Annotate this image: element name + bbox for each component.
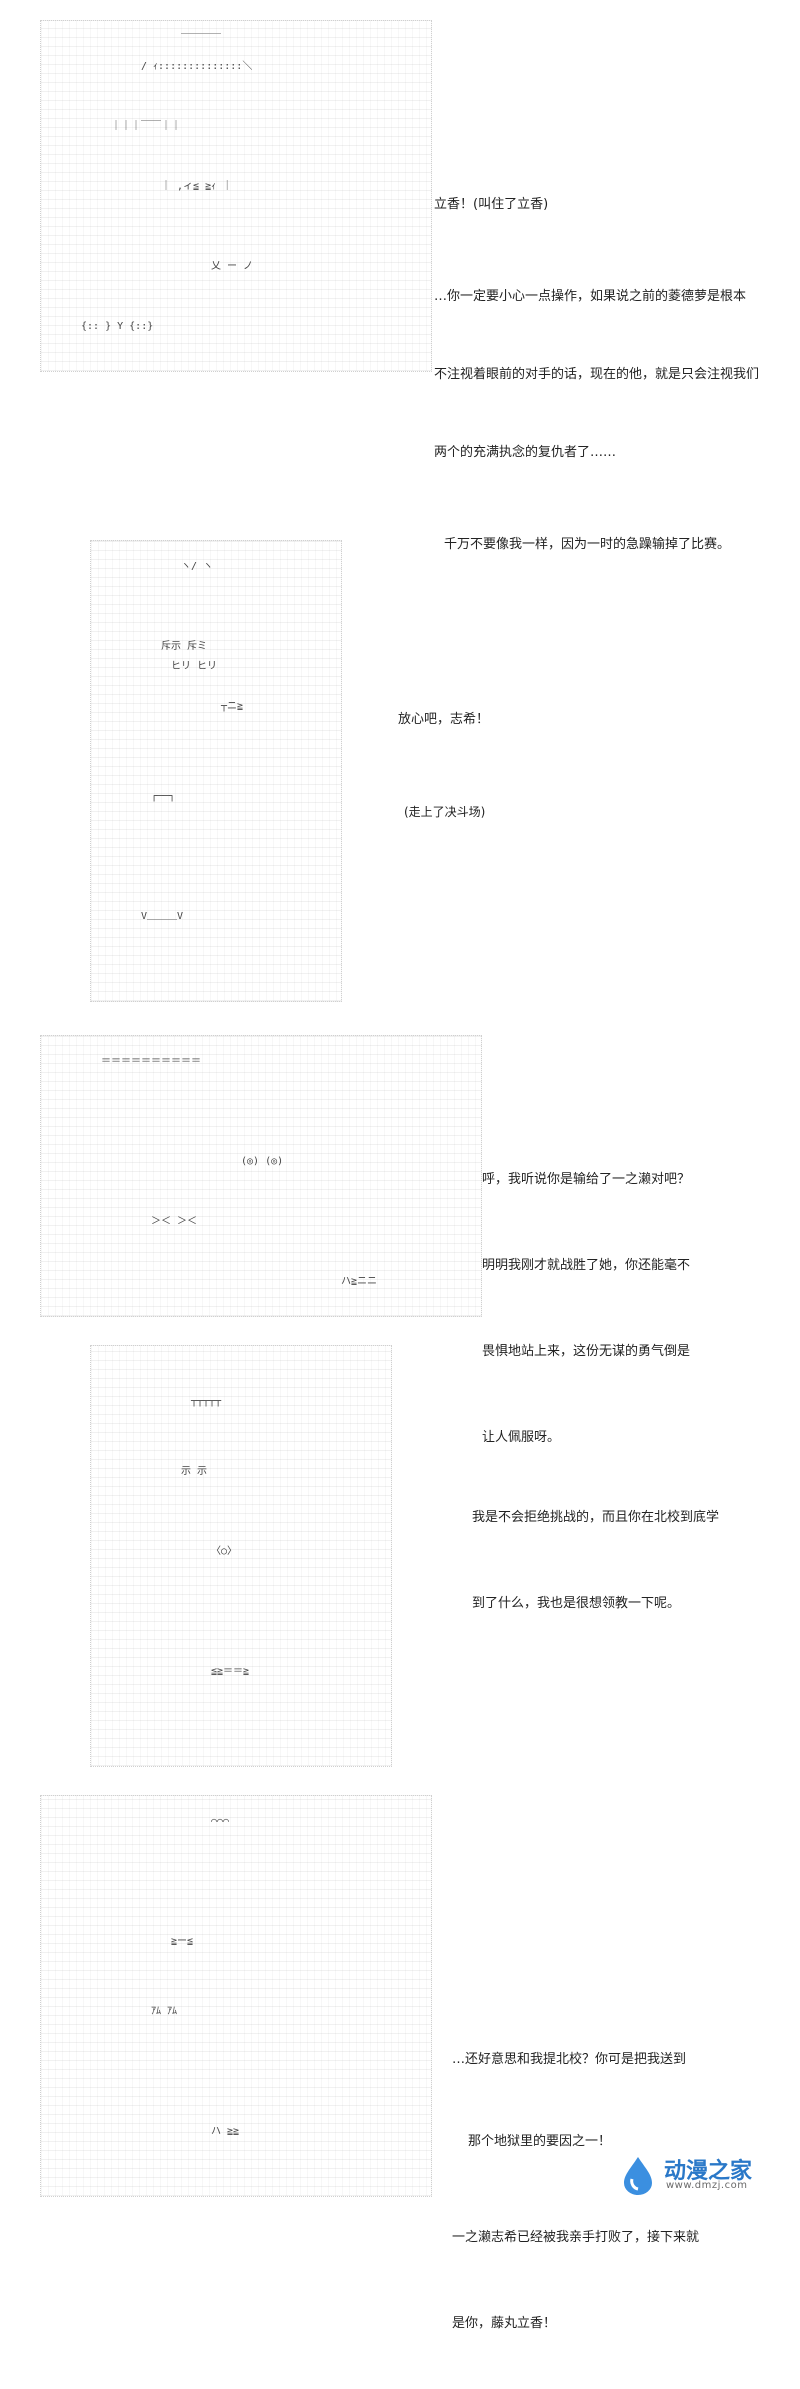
panel-1: ＿＿＿＿ / ｨ::::::::::::::＼ ｜｜｜￣￣｜｜ ｜ ,ィ≦ ≧ｨ… [0, 0, 800, 552]
dialogue-line: 畏惧地站上来，这份无谋的勇气倒是 [482, 1344, 691, 1359]
ascii-art-figure-5: ⌒⌒⌒ ≧ー≦ ｱﾑ ｱﾑ ハ ≧≧ [40, 1795, 432, 2197]
art-line: {:: } Y {::} [81, 321, 154, 332]
art-line: 示 示 [181, 1466, 208, 1477]
ascii-art-figure-3: ＝＝＝＝＝＝＝＝＝＝ (◎) (◎) ＞＜ ＞＜ ハ≧ニニ [40, 1035, 482, 1317]
panel-3: ＝＝＝＝＝＝＝＝＝＝ (◎) (◎) ＞＜ ＞＜ ハ≧ニニ 呼，我听说你是输给了… [0, 1035, 800, 1445]
watermark-name: 动漫之家 [664, 2159, 753, 2184]
dialogue-line: 两个的充满执念的复仇者了…… [434, 445, 617, 460]
art-line: ヽ/ ヽ [181, 561, 214, 572]
dialogue-line: 明明我刚才就战胜了她，你还能毫不 [482, 1258, 691, 1273]
art-line: ｜｜｜￣￣｜｜ [111, 121, 181, 132]
ascii-art-figure-2: ヽ/ ヽ 斥示 斥ミ ヒリ ヒリ ┬ニ≧ ┌──┐ V＿＿＿V [90, 540, 342, 1002]
art-line: ハ ≧≧ [211, 2126, 240, 2137]
watermark-url: www.dmzj.com [666, 2180, 748, 2191]
art-line: ＿＿＿＿ [181, 25, 221, 36]
dialogue-line: (走上了决斗场) [404, 805, 486, 819]
panel-2: ヽ/ ヽ 斥示 斥ミ ヒリ ヒリ ┬ニ≧ ┌──┐ V＿＿＿V 放心吧，志希！ … [0, 540, 800, 1010]
dialogue-line: 那个地狱里的要因之一！ [468, 2134, 612, 2149]
dialogue-line: 是你，藤丸立香！ [452, 2316, 557, 2331]
dialogue-line: 不注视着眼前的对手的话，现在的他，就是只会注视我们 [434, 367, 760, 382]
art-line: ＝＝＝＝＝＝＝＝＝＝ [101, 1056, 201, 1067]
dialogue-line: 让人佩服呀。 [482, 1430, 561, 1445]
art-line: 乂 ー ノ [211, 261, 254, 272]
art-line: ┌──┐ [151, 791, 176, 802]
water-drop-logo-icon [624, 2157, 652, 2195]
dialogue-block-2: 放心吧，志希！ (走上了决斗场) [398, 655, 598, 877]
art-line: (◎) (◎) [241, 1156, 284, 1167]
art-line: / ｨ::::::::::::::＼ [141, 61, 253, 72]
art-line: ヒリ ヒリ [171, 661, 218, 672]
art-line: ｜ ,ィ≦ ≧ｨ ｜ [161, 181, 233, 192]
dialogue-line: 到了什么，我也是很想领教一下呢。 [472, 1596, 681, 1611]
art-line: V＿＿＿V [141, 911, 184, 922]
dialogue-line: 一之濑志希已经被我亲手打败了，接下来就 [452, 2230, 700, 2245]
panel-4: ┬┬┬┬┬ 示 示 〈○〉 ≦≧＝＝≧ 我是不会拒绝挑战的，而且你在北校到底学 … [0, 1345, 800, 1775]
art-line: 斥示 斥ミ [161, 641, 208, 652]
dialogue-line: 立香！(叫住了立香) [434, 197, 549, 212]
art-line: ＞＜ ＞＜ [151, 1216, 198, 1227]
ascii-art-figure-4: ┬┬┬┬┬ 示 示 〈○〉 ≦≧＝＝≧ [90, 1345, 392, 1767]
art-line: ┬ニ≧ [221, 701, 244, 712]
dialogue-block-3: 呼，我听说你是输给了一之濑对吧？ 明明我刚才就战胜了她，你还能毫不 畏惧地站上来… [482, 1115, 782, 1503]
panel-5: ⌒⌒⌒ ≧ー≦ ｱﾑ ｱﾑ ハ ≧≧ …还好意思和我提北校？你可是把我送到 那个… [0, 1795, 800, 2331]
dialogue-line: 我是不会拒绝挑战的，而且你在北校到底学 [472, 1510, 720, 1525]
art-line: 〈○〉 [211, 1546, 238, 1557]
art-line: ｱﾑ ｱﾑ [151, 2006, 178, 2017]
dialogue-line: 千万不要像我一样，因为一时的急躁输掉了比赛。 [444, 537, 731, 552]
art-line: ハ≧ニニ [341, 1276, 378, 1287]
ascii-art-figure-1: ＿＿＿＿ / ｨ::::::::::::::＼ ｜｜｜￣￣｜｜ ｜ ,ィ≦ ≧ｨ… [40, 20, 432, 372]
dialogue-line: …你一定要小心一点操作，如果说之前的菱德萝是根本 [434, 289, 747, 304]
art-line: ⌒⌒⌒ [211, 1816, 230, 1827]
dialogue-line: 放心吧，志希！ [398, 712, 490, 727]
art-line: ≦≧＝＝≧ [211, 1666, 250, 1677]
site-watermark: 动漫之家 www.dmzj.com [618, 2153, 788, 2197]
dialogue-block-1: 立香！(叫住了立香) …你一定要小心一点操作，如果说之前的菱德萝是根本 不注视着… [434, 140, 784, 610]
dialogue-line: 呼，我听说你是输给了一之濑对吧？ [482, 1172, 691, 1187]
art-line: ┬┬┬┬┬ [191, 1396, 222, 1407]
dialogue-line: …还好意思和我提北校？你可是把我送到 [452, 2052, 687, 2067]
dialogue-block-4: 我是不会拒绝挑战的，而且你在北校到底学 到了什么，我也是很想领教一下呢。 [472, 1453, 782, 1669]
art-line: ≧ー≦ [171, 1936, 194, 1947]
